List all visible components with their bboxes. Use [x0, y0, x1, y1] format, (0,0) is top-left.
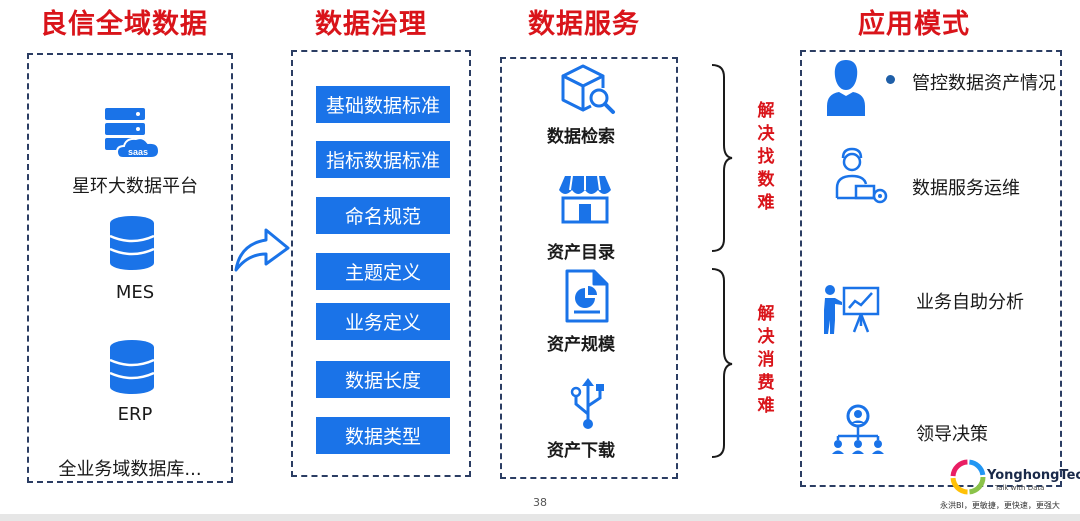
flow-arrow-icon: [232, 222, 294, 278]
application-title: 应用模式: [858, 9, 970, 40]
service-title: 数据服务: [528, 9, 640, 40]
logo-tagline: Talk with Data: [995, 484, 1045, 492]
database-icon-erp: [108, 340, 156, 398]
bracket-label-consume: 解决消费难: [757, 304, 775, 416]
gov-item-subject: 主题定义: [316, 253, 450, 290]
app-label-self-analysis: 业务自助分析: [916, 292, 1024, 313]
storefront-icon: [557, 174, 613, 230]
gov-item-business: 业务定义: [316, 303, 450, 340]
bracket-label-find: 解决找数难: [757, 101, 775, 213]
gov-item-naming: 命名规范: [316, 197, 450, 234]
app-label-service-ops: 数据服务运维: [912, 178, 1020, 199]
source-box: [27, 53, 233, 483]
source-label-mes: MES: [115, 282, 155, 303]
gov-item-length: 数据长度: [316, 361, 450, 398]
logo-name: YonghongTech: [987, 468, 1080, 483]
bracket-bottom: [708, 267, 734, 463]
page-number: 38: [533, 496, 547, 509]
saas-badge: saas: [128, 147, 148, 157]
box-search-icon: [559, 62, 617, 120]
server-saas-icon: saas: [105, 108, 165, 166]
bottom-scroll-bar: [0, 514, 1080, 521]
gov-item-metric-standard: 指标数据标准: [316, 141, 450, 178]
source-label-all-db: 全业务域数据库...: [58, 459, 202, 480]
governance-title: 数据治理: [315, 9, 427, 40]
source-title: 良信全域数据: [40, 9, 208, 40]
operator-icon: [834, 146, 890, 208]
app-label-decision: 领导决策: [916, 424, 988, 445]
document-chart-icon: [564, 268, 610, 328]
usb-share-icon: [568, 376, 608, 434]
service-label-catalog: 资产目录: [547, 243, 615, 263]
gov-item-type: 数据类型: [316, 417, 450, 454]
hierarchy-icon: [830, 404, 886, 460]
service-label-scale: 资产规模: [547, 335, 615, 355]
app-label-asset-control: 管控数据资产情况: [912, 73, 1056, 94]
governance-box: [291, 50, 471, 477]
service-label-search: 数据检索: [547, 127, 615, 147]
user-icon: [825, 58, 867, 122]
source-label-erp: ERP: [117, 404, 153, 425]
presenter-icon: [822, 282, 882, 340]
logo-slogan: 永洪BI，更敏捷，更快速，更强大: [940, 501, 1060, 510]
database-icon-mes: [108, 216, 156, 274]
app-dot-1: [886, 75, 895, 84]
service-label-download: 资产下载: [547, 441, 615, 461]
application-box: [800, 50, 1062, 487]
source-label-platform: 星环大数据平台: [72, 176, 198, 197]
service-box: [500, 57, 678, 479]
yonghong-logo-icon: [948, 457, 988, 501]
bracket-top: [708, 63, 734, 257]
gov-item-basic-standard: 基础数据标准: [316, 86, 450, 123]
